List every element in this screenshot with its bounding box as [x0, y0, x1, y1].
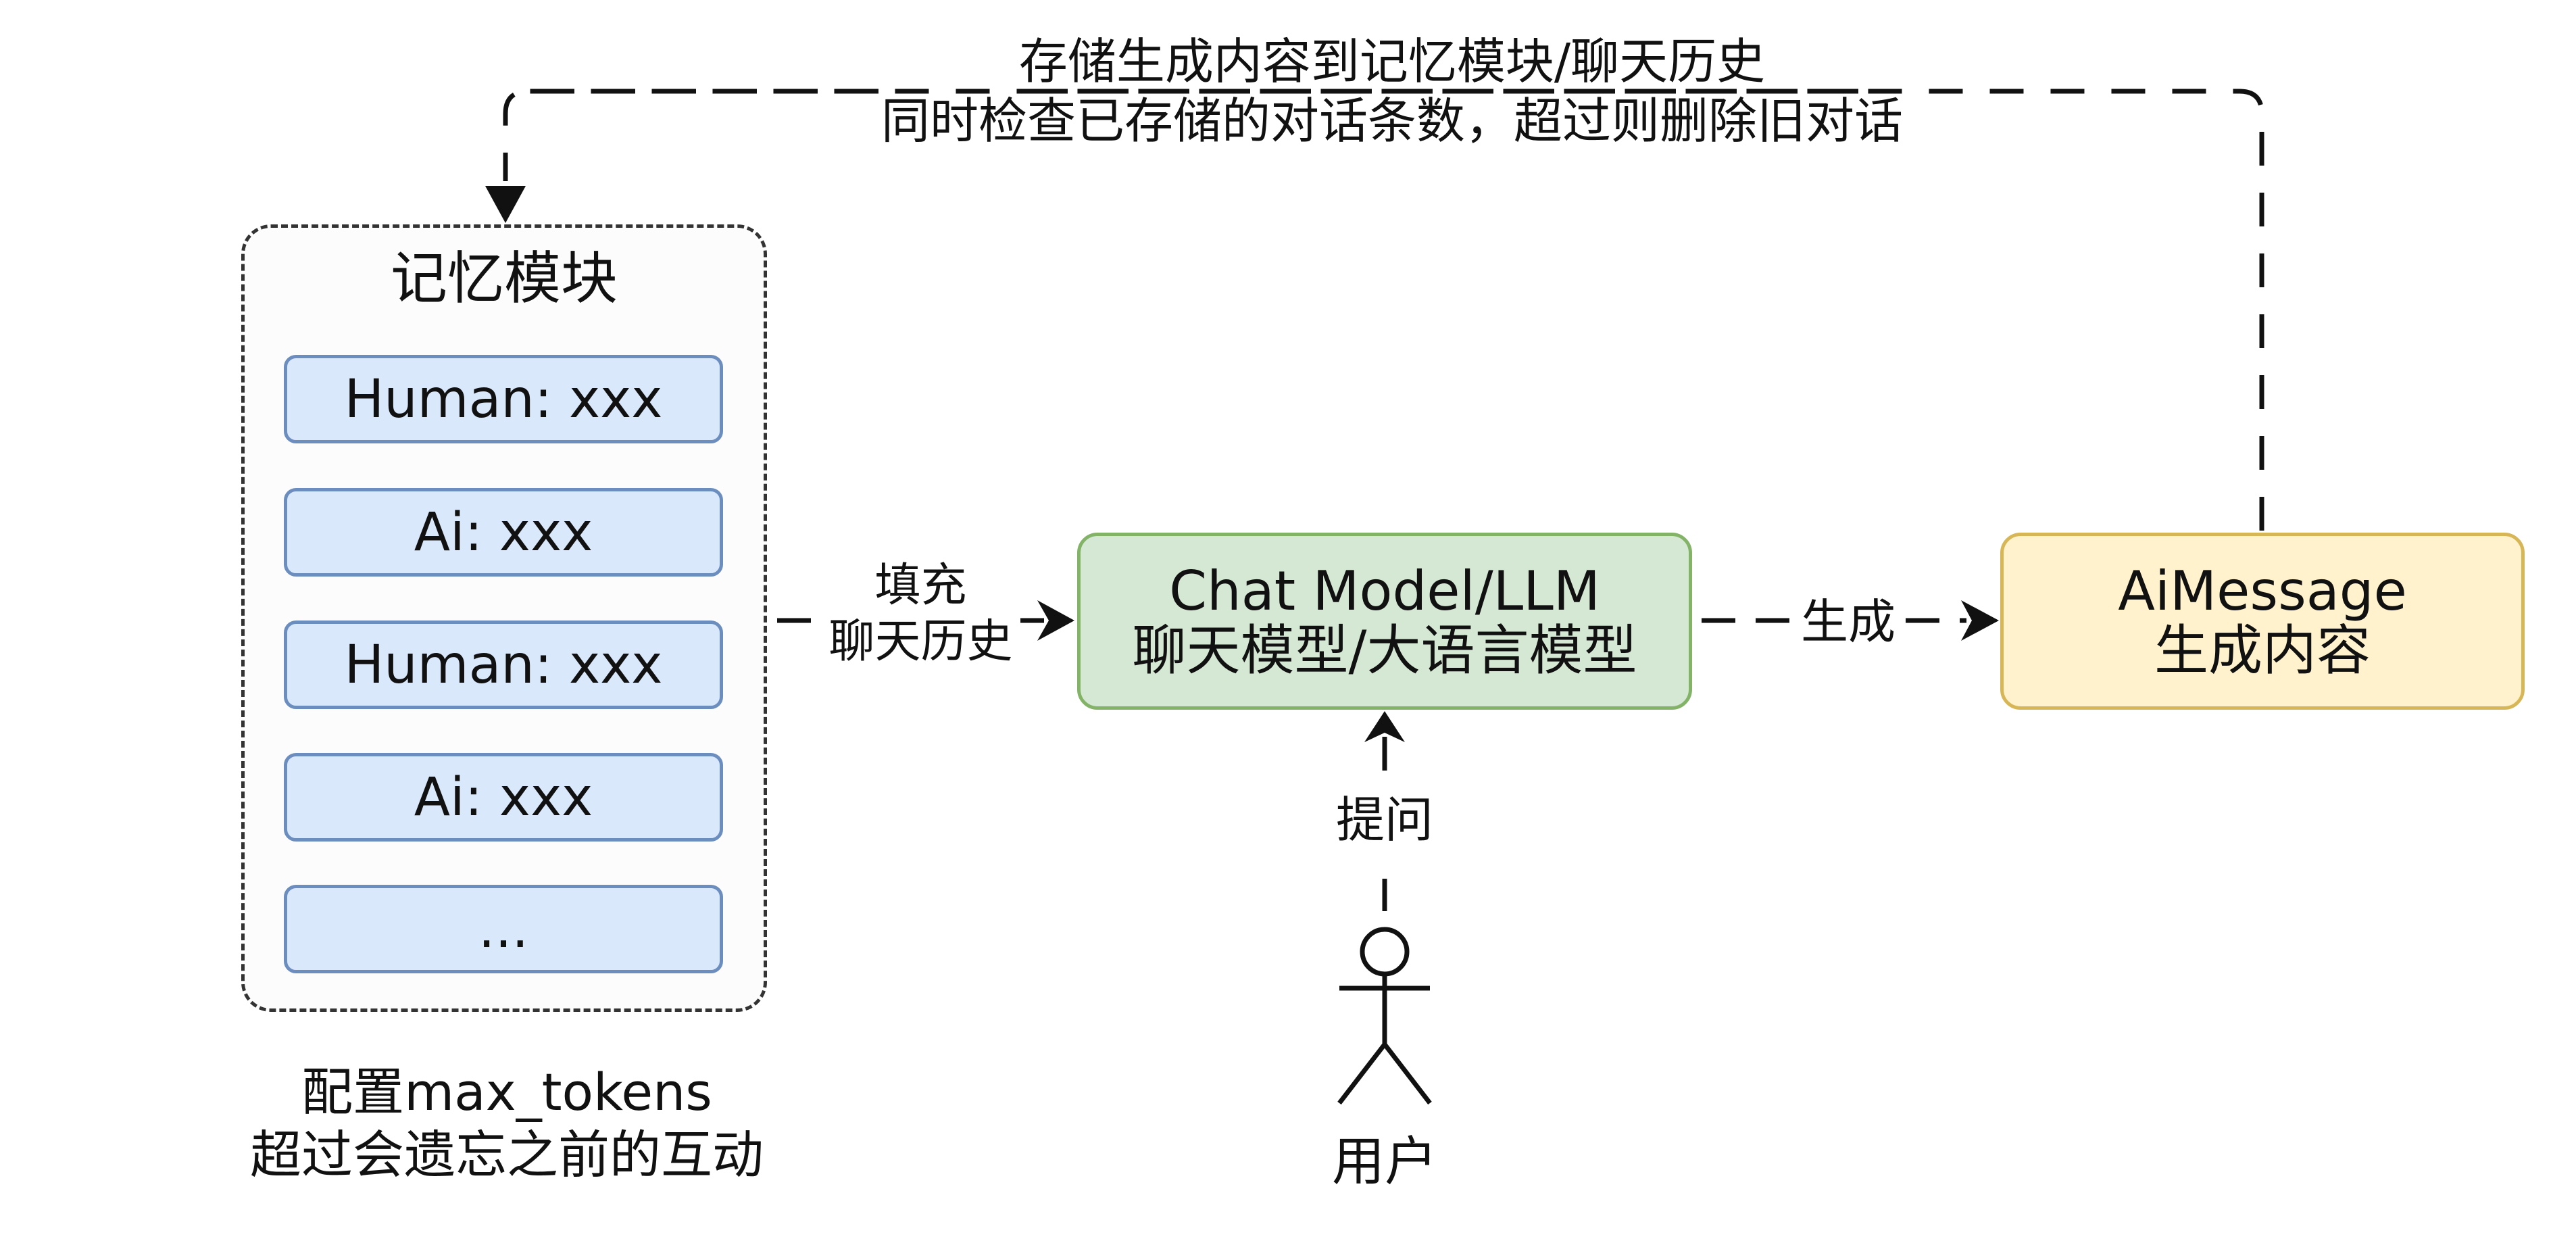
generate-arrowhead	[1961, 600, 1999, 641]
chat-model-line1: Chat Model/LLM	[1169, 560, 1600, 623]
generate-label: 生成	[1801, 594, 1896, 650]
memory-item: Human: xxx	[284, 355, 723, 443]
memory-footnote-line1: 配置max_tokens	[301, 1062, 712, 1122]
memory-item: Human: xxx	[284, 620, 723, 709]
feedback-loop-left-segment	[503, 89, 878, 181]
fill-history-label-line1: 填充	[874, 559, 967, 612]
fill-history-label-line2: 聊天历史	[828, 614, 1013, 668]
feedback-loop-line	[527, 89, 2264, 531]
ai-message-line2: 生成内容	[2154, 619, 2371, 682]
top-note-line2: 同时检查已存储的对话条数，超过则删除旧对话	[881, 92, 1903, 149]
fill-history-arrowhead	[1037, 600, 1074, 641]
memory-item: Ai: xxx	[284, 753, 723, 842]
chat-model-line2: 聊天模型/大语言模型	[1132, 619, 1637, 682]
user-figure-icon	[1337, 927, 1432, 1105]
ai-message-box: AiMessage 生成内容	[2000, 533, 2525, 710]
user-label: 用户	[1331, 1132, 1437, 1192]
memory-item: ...	[284, 885, 723, 973]
memory-footnote-line2: 超过会遗忘之前的互动	[250, 1124, 764, 1185]
top-note: 存储生成内容到记忆模块/聊天历史 同时检查已存储的对话条数，超过则删除旧对话	[878, 32, 1906, 151]
memory-item: Ai: xxx	[284, 488, 723, 577]
ask-label: 提问	[1335, 792, 1433, 848]
memory-footnote: 配置max_tokens 超过会遗忘之前的互动	[203, 1061, 811, 1186]
ask-arrowhead	[1364, 711, 1405, 742]
top-note-line1: 存储生成内容到记忆模块/聊天历史	[1018, 33, 1766, 90]
chat-model-box: Chat Model/LLM 聊天模型/大语言模型	[1077, 533, 1692, 710]
feedback-arrowhead	[485, 186, 526, 223]
ai-message-line1: AiMessage	[2118, 560, 2407, 623]
fill-history-label: 填充 聊天历史	[821, 558, 1020, 671]
memory-module-title: 记忆模块	[390, 245, 618, 312]
